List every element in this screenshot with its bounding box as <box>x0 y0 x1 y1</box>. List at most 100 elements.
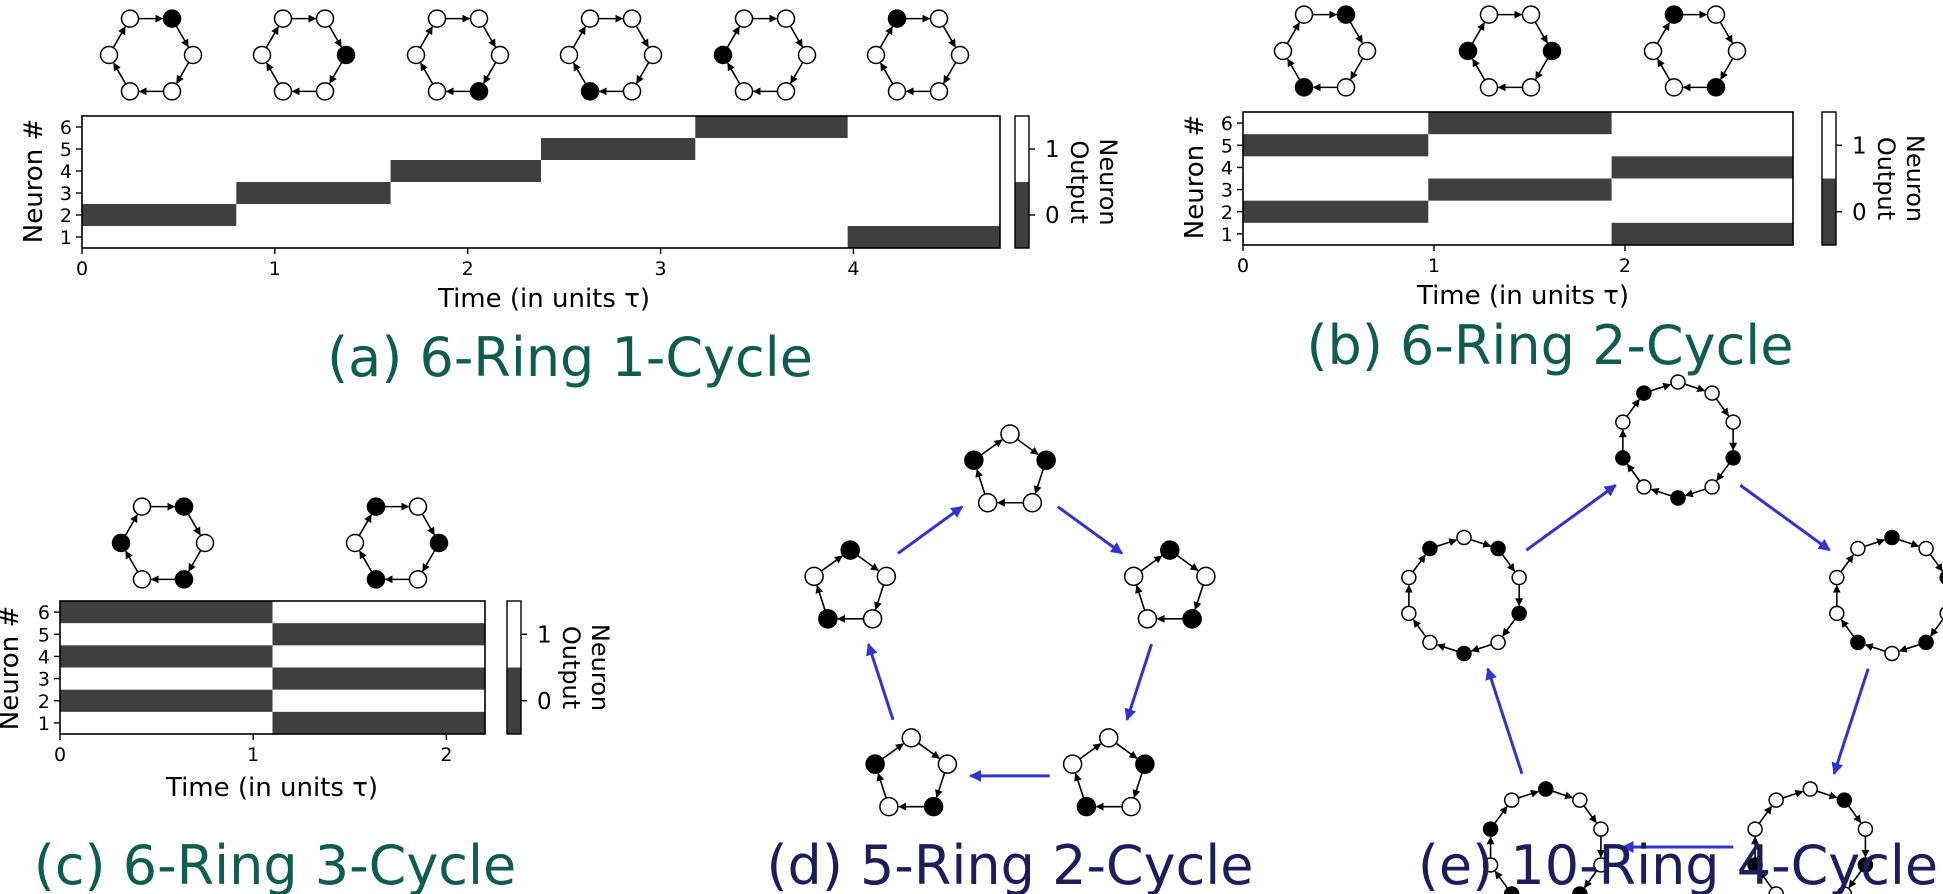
ring-edge-arrow <box>881 743 904 760</box>
ring-edge-arrow <box>1176 554 1199 572</box>
ring-edge-arrow <box>124 514 138 537</box>
ring-edge-arrow <box>1436 538 1458 548</box>
neuron-active-node <box>865 754 885 774</box>
transition-arrow <box>1739 484 1831 552</box>
neuron-inactive-node <box>1802 781 1819 797</box>
ring-edge-arrow <box>935 772 946 798</box>
heatmap-cell <box>236 182 391 204</box>
heatmap-cell <box>272 623 485 646</box>
ring-graph <box>713 9 817 101</box>
neuron-inactive-node <box>162 82 182 101</box>
x-tick-label: 2 <box>462 258 474 280</box>
neuron-active-node <box>1706 78 1726 97</box>
neuron-inactive-node <box>1511 569 1527 586</box>
neuron-active-node <box>1160 540 1180 560</box>
neuron-inactive-node <box>1336 78 1356 97</box>
neuron-inactive-node <box>1643 41 1663 61</box>
neuron-active-node <box>1135 754 1155 774</box>
colorbar-label-line2: Output <box>1872 137 1900 220</box>
neuron-active-node <box>1670 490 1686 506</box>
heatmap-frame <box>1242 111 1794 246</box>
neuron-active-node <box>1725 450 1741 466</box>
neuron-active-node <box>1511 605 1527 622</box>
ring-edge-arrow <box>726 26 740 49</box>
ring-edge-arrow <box>1650 382 1672 392</box>
ring-edge-arrow <box>943 61 957 84</box>
panel-c-rings <box>111 497 449 589</box>
neuron-active-node <box>1182 609 1202 629</box>
neuron-active-node <box>1076 796 1097 817</box>
colorbar-frame <box>1014 115 1030 249</box>
x-tick-label: 1 <box>1428 255 1440 277</box>
panel-c-xlabel: Time (in units τ) <box>165 773 378 803</box>
x-tick-label: 1 <box>269 258 281 280</box>
neuron-inactive-node <box>1357 41 1377 61</box>
ring-edge-arrow <box>1626 398 1640 417</box>
ring-edge-arrow <box>113 62 127 85</box>
x-tick-label: 4 <box>847 258 859 280</box>
ring-edge-arrow <box>1684 488 1706 498</box>
ring-edge-arrow <box>789 25 803 48</box>
neuron-active-node <box>162 9 182 28</box>
neuron-active-node <box>336 45 356 65</box>
ring-edge-arrow <box>266 62 280 85</box>
panel-d-caption: (d) 5-Ring 2-Cycle <box>766 834 1253 894</box>
neuron-inactive-node <box>1939 606 1943 620</box>
heatmap-cell <box>1611 222 1793 245</box>
ring-edge-arrow <box>1864 538 1886 548</box>
neuron-inactive-node <box>252 45 272 65</box>
ring-edge-arrow <box>1782 789 1804 799</box>
ring-edge-arrow <box>1840 554 1854 573</box>
neuron-inactive-node <box>776 9 796 28</box>
neuron-inactive-node <box>622 9 642 28</box>
neuron-inactive-node <box>776 82 796 101</box>
ring-edge-arrow <box>1583 805 1597 824</box>
neuron-active-node <box>1422 540 1438 557</box>
neuron-active-node <box>174 497 194 516</box>
neuron-inactive-node <box>1098 728 1119 748</box>
neuron-inactive-node <box>1918 540 1934 557</box>
y-tick-label: 3 <box>60 183 72 205</box>
ring-edge-arrow <box>1193 584 1204 611</box>
neuron-inactive-node <box>469 9 489 28</box>
colorbar-tick-label: 0 <box>537 689 552 715</box>
y-tick-label: 5 <box>1221 135 1233 157</box>
neuron-active-node <box>1458 41 1478 61</box>
y-tick-label: 2 <box>60 205 72 227</box>
ring-edge-arrow <box>1840 619 1855 638</box>
x-tick-label: 0 <box>54 744 66 766</box>
x-tick-label: 2 <box>1619 255 1631 277</box>
ring-edge-arrow <box>1758 805 1773 824</box>
colorbar-label-line2: Output <box>1065 140 1093 223</box>
transition-arrow <box>1525 484 1617 552</box>
neuron-inactive-node <box>1704 385 1720 401</box>
heatmap-cell <box>60 645 273 668</box>
neuron-inactive-node <box>643 45 663 65</box>
ring-edge-arrow <box>1286 22 1300 45</box>
neuron-active-node <box>1747 857 1763 873</box>
ring-graph <box>804 540 897 629</box>
heatmap-cell <box>390 160 541 182</box>
neuron-active-node <box>1918 634 1934 651</box>
ring-graph <box>1615 374 1741 506</box>
neuron-inactive-node <box>490 45 510 65</box>
neuron-inactive-node <box>1521 78 1541 97</box>
colorbar-tick-label: 0 <box>1852 200 1867 226</box>
neuron-inactive-node <box>1636 479 1652 495</box>
neuron-inactive-node <box>1593 857 1609 873</box>
neuron-inactive-node <box>734 82 754 101</box>
panel-c-caption: (c) 6-Ring 3-Cycle <box>34 834 516 894</box>
neuron-inactive-node <box>887 82 907 101</box>
ring-graph <box>1747 781 1874 894</box>
neuron-inactive-node <box>1664 78 1684 97</box>
y-tick-label: 6 <box>38 602 50 624</box>
neuron-inactive-node <box>408 570 428 589</box>
neuron-inactive-node <box>427 82 447 101</box>
neuron-active-node <box>580 82 600 101</box>
heatmap-cell <box>541 138 696 160</box>
ring-edge-arrow <box>1115 742 1138 759</box>
